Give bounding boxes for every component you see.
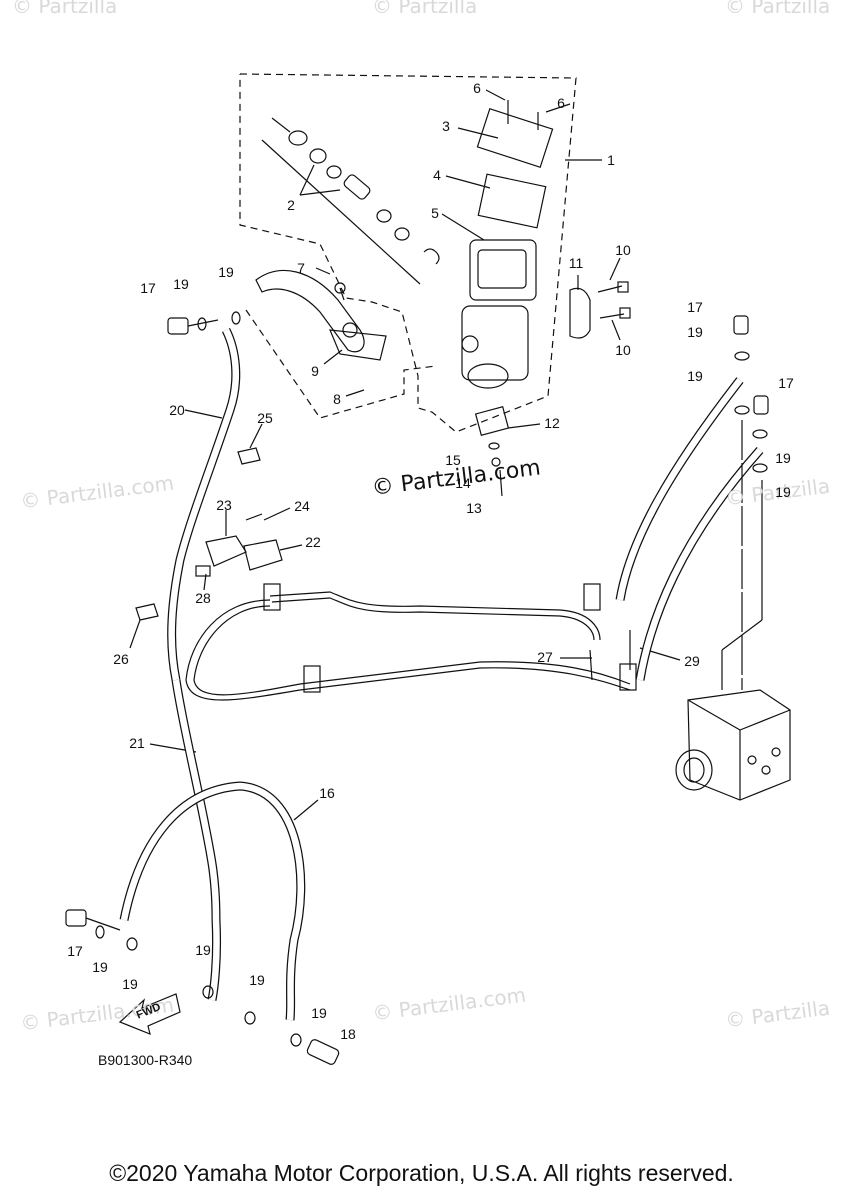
- callout-19[interactable]: 19: [249, 972, 265, 988]
- callout-17[interactable]: 17: [778, 375, 794, 391]
- callout-17[interactable]: 17: [687, 299, 703, 315]
- callout-4[interactable]: 4: [433, 167, 441, 183]
- callout-10[interactable]: 10: [615, 242, 631, 258]
- callout-19[interactable]: 19: [775, 450, 791, 466]
- copyright-notice: ©2020 Yamaha Motor Corporation, U.S.A. A…: [109, 1160, 734, 1186]
- callout-1[interactable]: 1: [607, 152, 615, 168]
- callout-19[interactable]: 19: [92, 959, 108, 975]
- callout-3[interactable]: 3: [442, 118, 450, 134]
- clip-26: [135, 603, 159, 621]
- callout-24[interactable]: 24: [294, 498, 310, 514]
- callout-25[interactable]: 25: [257, 410, 273, 426]
- master-cylinder-group-outline: [239, 73, 577, 433]
- callout-19[interactable]: 19: [218, 264, 234, 280]
- callout-17[interactable]: 17: [67, 943, 83, 959]
- callout-6[interactable]: 6: [557, 95, 565, 111]
- callout-28[interactable]: 28: [195, 590, 211, 606]
- callout-10[interactable]: 10: [615, 342, 631, 358]
- callout-16[interactable]: 16: [319, 785, 335, 801]
- handlebar-clamp: [569, 287, 591, 339]
- callout-19[interactable]: 19: [122, 976, 138, 992]
- brake-pipe-upper: [185, 599, 631, 701]
- watermark: © Partzilla: [12, 0, 118, 18]
- callout-19[interactable]: 19: [311, 1005, 327, 1021]
- lever-assembly-outline: [245, 309, 437, 419]
- clip-25: [237, 447, 261, 465]
- callout-6[interactable]: 6: [473, 80, 481, 96]
- bracket-22: [243, 539, 283, 571]
- callout-13[interactable]: 13: [466, 500, 482, 516]
- callout-19[interactable]: 19: [687, 368, 703, 384]
- callout-19[interactable]: 19: [687, 324, 703, 340]
- callout-26[interactable]: 26: [113, 651, 129, 667]
- callout-20[interactable]: 20: [169, 402, 185, 418]
- callout-14[interactable]: 14: [455, 475, 471, 491]
- callout-12[interactable]: 12: [544, 415, 560, 431]
- callout-15[interactable]: 15: [445, 452, 461, 468]
- brake-pipe-mid: [269, 591, 601, 641]
- watermark: © Partzilla: [725, 0, 831, 18]
- callout-2[interactable]: 2: [287, 197, 295, 213]
- callout-27[interactable]: 27: [537, 649, 553, 665]
- piston-kit: [261, 117, 440, 285]
- callout-18[interactable]: 18: [340, 1026, 356, 1042]
- callout-17[interactable]: 17: [140, 280, 156, 296]
- callout-22[interactable]: 22: [305, 534, 321, 550]
- callout-7[interactable]: 7: [297, 260, 305, 276]
- callout-23[interactable]: 23: [216, 497, 232, 513]
- callout-8[interactable]: 8: [333, 391, 341, 407]
- callout-19[interactable]: 19: [173, 276, 189, 292]
- callout-5[interactable]: 5: [431, 205, 439, 221]
- bracket-23: [205, 535, 247, 567]
- watermark: © Partzilla: [372, 0, 478, 18]
- callout-19[interactable]: 19: [195, 942, 211, 958]
- callout-29[interactable]: 29: [684, 653, 700, 669]
- callout-21[interactable]: 21: [129, 735, 145, 751]
- callout-9[interactable]: 9: [311, 363, 319, 379]
- fwd-arrow: [118, 993, 181, 1035]
- abs-hydraulic-unit: [675, 689, 791, 801]
- brake-switch: [474, 406, 510, 436]
- callout-11[interactable]: 11: [568, 255, 584, 271]
- brake-lever: [255, 269, 365, 353]
- reference-code: B901300-R340: [98, 1052, 193, 1068]
- callout-19[interactable]: 19: [775, 484, 791, 500]
